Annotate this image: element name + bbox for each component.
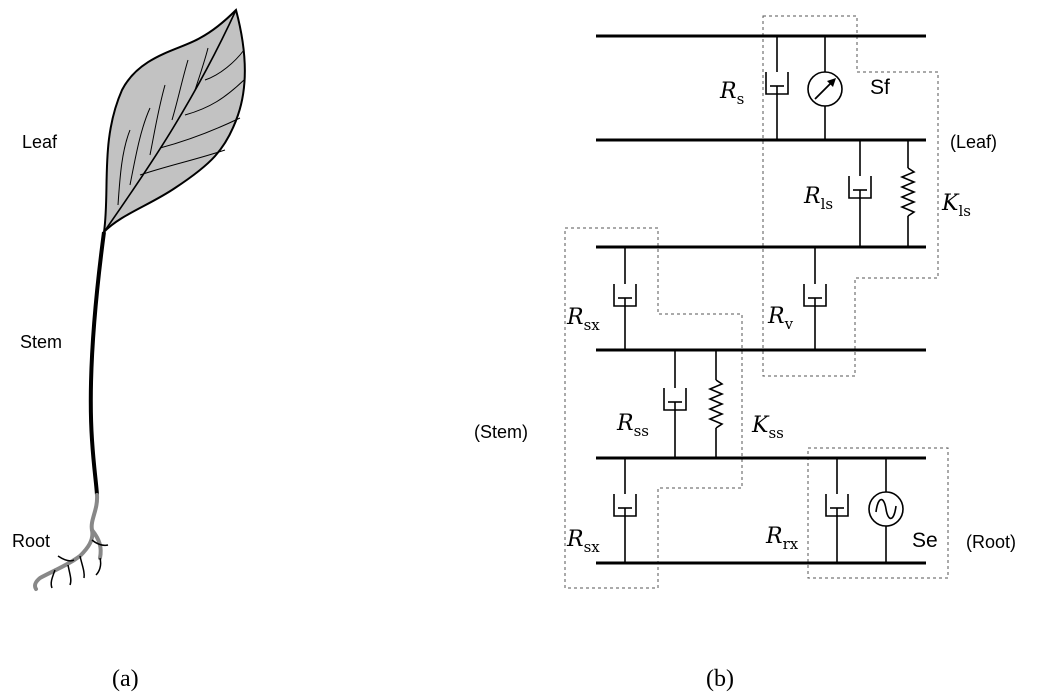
label-Se: Se bbox=[912, 529, 938, 552]
caption-a: (a) bbox=[112, 666, 139, 692]
damper-Rs bbox=[765, 36, 789, 140]
label-stem-group: (Stem) bbox=[474, 422, 528, 442]
damper-Rsx-bottom bbox=[613, 458, 637, 563]
spring-Kls bbox=[899, 140, 917, 247]
plant-illustration bbox=[33, 8, 246, 591]
caption-b: (b) bbox=[706, 666, 734, 692]
label-Rrx: Rrx bbox=[765, 524, 799, 553]
leaf-label: Leaf bbox=[22, 132, 58, 152]
damper-Rrx bbox=[825, 458, 849, 563]
stem bbox=[88, 231, 106, 496]
effort-source-Se bbox=[868, 458, 904, 563]
stem-label: Stem bbox=[20, 332, 62, 352]
damper-Rv bbox=[803, 247, 827, 350]
label-leaf-group: (Leaf) bbox=[950, 132, 997, 152]
label-Rss: Rss bbox=[616, 411, 649, 440]
leaf-blade bbox=[102, 8, 246, 235]
label-Sf: Sf bbox=[870, 76, 890, 99]
label-root-group: (Root) bbox=[966, 532, 1016, 552]
leaf-group-boundary bbox=[762, 15, 939, 377]
label-Rls: Rls bbox=[803, 184, 833, 213]
label-Rsx-bottom: Rsx bbox=[566, 527, 600, 556]
flow-source-Sf bbox=[807, 36, 843, 140]
label-Kls: Kls bbox=[941, 191, 971, 220]
root-label: Root bbox=[12, 531, 50, 551]
damper-Rss bbox=[663, 350, 687, 458]
leaf-veins bbox=[117, 47, 245, 206]
label-Rv: Rv bbox=[767, 304, 794, 333]
leaf-midrib bbox=[103, 9, 237, 233]
damper-Rls bbox=[848, 140, 872, 247]
label-Rsx-top: Rsx bbox=[566, 305, 600, 334]
damper-Rsx-top bbox=[613, 247, 637, 350]
spring-Kss bbox=[707, 350, 725, 458]
root-hairs bbox=[50, 539, 109, 589]
label-Rs: Rs bbox=[719, 79, 744, 108]
stem-group-boundary bbox=[564, 227, 743, 589]
root-group-boundary bbox=[807, 447, 949, 579]
circuit-diagram bbox=[564, 15, 949, 589]
label-Kss: Kss bbox=[751, 413, 784, 442]
